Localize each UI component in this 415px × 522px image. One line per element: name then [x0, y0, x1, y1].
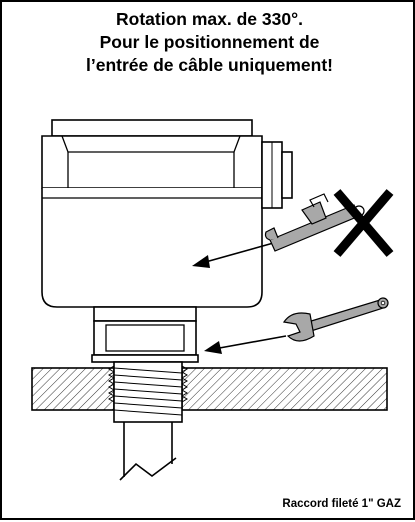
- hex-nut: [91, 306, 199, 363]
- cable-gland: [261, 141, 293, 209]
- title-line-3: l’entrée de câble uniquement!: [86, 55, 333, 75]
- housing-lid: [41, 119, 263, 189]
- arrow-icon: [204, 335, 287, 354]
- threaded-connection: [108, 361, 188, 423]
- thread-caption: Raccord fileté 1" GAZ: [282, 498, 401, 510]
- housing-body: [41, 188, 263, 308]
- probe-rod: [119, 422, 177, 481]
- instruction-title: Rotation max. de 330°. Pour le positionn…: [2, 8, 415, 77]
- open-end-wrench-icon: [282, 297, 389, 342]
- title-line-1: Rotation max. de 330°.: [116, 9, 303, 29]
- mounting-flange: [31, 367, 388, 411]
- title-line-2: Pour le positionnement de: [99, 32, 320, 52]
- arrow-icon: [192, 241, 278, 268]
- cross-icon: [333, 189, 394, 257]
